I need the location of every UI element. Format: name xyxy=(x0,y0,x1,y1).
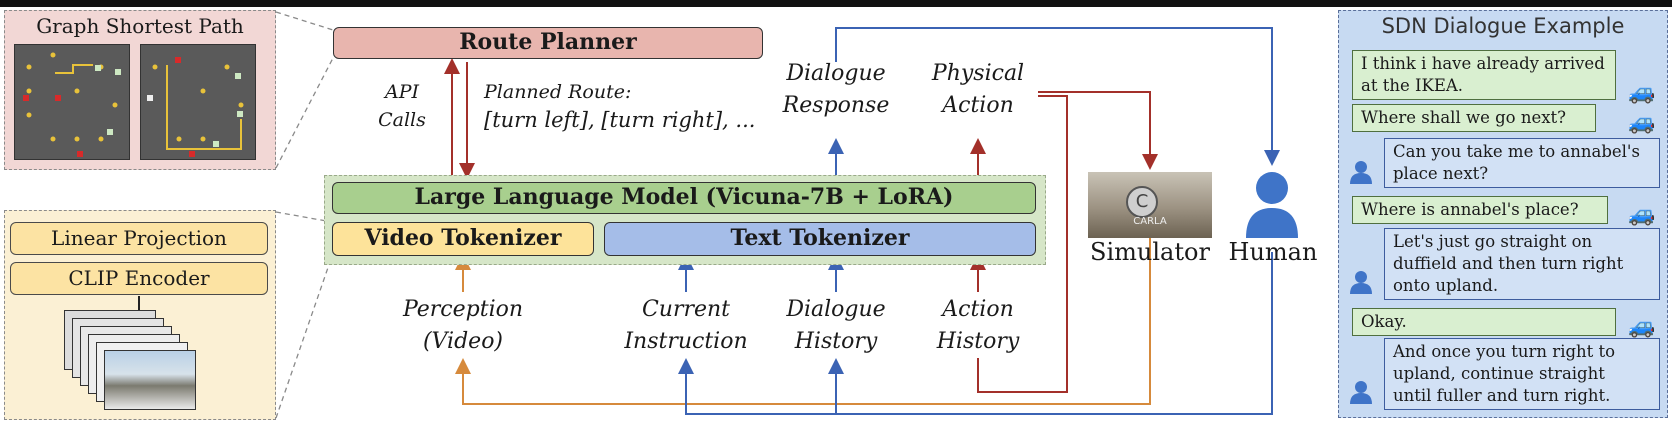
bubble-text-line: Let's just go straight on xyxy=(1393,232,1593,251)
bubble-text-line: And once you turn right to xyxy=(1393,342,1616,361)
video-frames-stack xyxy=(64,310,224,418)
bubble-text-line: place next? xyxy=(1393,164,1489,183)
human-icon xyxy=(1244,168,1300,238)
perception-line1: Perception xyxy=(402,297,524,322)
bubble-text-line: until fuller and turn right. xyxy=(1393,386,1611,405)
llm-box: Large Language Model (Vicuna-7B + LoRA) xyxy=(332,182,1036,214)
dialogue-bubble-car: Okay. xyxy=(1352,308,1616,336)
planned-route-line2: [turn left], [turn right], ... xyxy=(484,108,756,132)
wire-action-history-loop xyxy=(977,95,1068,393)
car-icon: 🚙 xyxy=(1628,314,1656,339)
bubble-text-line: Where is annabel's place? xyxy=(1361,200,1579,219)
dialogue-bubble-car: Where shall we go next? xyxy=(1352,104,1596,132)
car-icon: 🚙 xyxy=(1628,110,1656,135)
car-icon: 🚙 xyxy=(1628,202,1656,227)
video-frame-image xyxy=(104,350,196,410)
physical-action-line2: Action xyxy=(942,93,1014,118)
bubble-text-line: Okay. xyxy=(1361,312,1407,331)
bubble-text-line: onto upland. xyxy=(1393,276,1499,295)
dialogue-bubble-human: Can you take me to annabel's place next? xyxy=(1384,138,1660,188)
video-tokenizer-box: Video Tokenizer xyxy=(332,222,594,256)
physical-action-label: Physical Action xyxy=(908,58,1048,122)
action-history-label: Action History xyxy=(908,294,1048,358)
dialogue-history-line1: Dialogue xyxy=(786,297,886,322)
person-icon xyxy=(1350,270,1372,298)
current-instruction-line2: Instruction xyxy=(624,329,748,354)
action-history-line2: History xyxy=(936,329,1020,354)
simulator-label: Simulator xyxy=(1090,238,1210,266)
wire-simulator-perception xyxy=(455,238,1151,405)
route-graph-image xyxy=(14,44,130,160)
perception-label: Perception (Video) xyxy=(383,294,543,358)
planned-route-label: Planned Route: [turn left], [turn right]… xyxy=(484,78,764,134)
bubble-text-line: Can you take me to annabel's xyxy=(1393,142,1640,161)
person-icon xyxy=(1350,160,1372,188)
route-graph-left xyxy=(23,52,121,157)
current-instruction-line1: Current xyxy=(641,297,731,322)
planned-route-line1: Planned Route: xyxy=(484,81,632,103)
dialogue-bubble-car: Where is annabel's place? xyxy=(1352,196,1608,224)
dialogue-history-line2: History xyxy=(794,329,878,354)
current-instruction-label: Current Instruction xyxy=(606,294,766,358)
dialogue-bubble-human: And once you turn right to upland, conti… xyxy=(1384,338,1660,410)
text-tokenizer-box: Text Tokenizer xyxy=(604,222,1036,256)
perception-line2: (Video) xyxy=(422,329,504,354)
dialogue-bubble-human: Let's just go straight on duffield and t… xyxy=(1384,228,1660,300)
carla-logo-text: CARLA xyxy=(1133,216,1167,227)
dialogue-response-label: Dialogue Response xyxy=(766,58,906,122)
bubble-text-line: at the IKEA. xyxy=(1361,76,1464,95)
api-calls-line2: Calls xyxy=(378,109,426,131)
bubble-text-line: I think i have already arrived xyxy=(1361,54,1605,73)
top-border xyxy=(0,0,1672,7)
route-graph-right xyxy=(147,57,244,157)
wire-response-to-human xyxy=(835,27,1280,166)
dialogue-response-line2: Response xyxy=(782,93,890,118)
person-icon xyxy=(1350,380,1372,408)
route-planner-box: Route Planner xyxy=(333,27,763,59)
action-history-line1: Action xyxy=(942,297,1014,322)
api-calls-label: API Calls xyxy=(362,78,442,134)
wire-human-history xyxy=(678,252,1273,415)
bubble-text-line: Where shall we go next? xyxy=(1361,108,1567,127)
human-label: Human xyxy=(1228,238,1318,266)
graph-shortest-path-title: Graph Shortest Path xyxy=(36,14,244,38)
api-calls-line1: API xyxy=(384,81,419,103)
wire-action-to-simulator xyxy=(1038,91,1158,170)
carla-logo-icon: C xyxy=(1126,186,1158,218)
dialogue-bubble-car: I think i have already arrived at the IK… xyxy=(1352,50,1616,100)
bubble-text-line: upland, continue straight xyxy=(1393,364,1605,383)
encoder-arrow xyxy=(138,296,140,320)
physical-action-line1: Physical xyxy=(931,61,1025,86)
linear-projection-box: Linear Projection xyxy=(10,222,268,255)
clip-encoder-box: CLIP Encoder xyxy=(10,262,268,295)
dialogue-history-label: Dialogue History xyxy=(766,294,906,358)
car-icon: 🚙 xyxy=(1628,80,1656,105)
zoom-lines xyxy=(275,11,334,419)
dialogue-response-line1: Dialogue xyxy=(786,61,886,86)
sdn-dialogue-title: SDN Dialogue Example xyxy=(1381,14,1625,38)
bubble-text-line: duffield and then turn right xyxy=(1393,254,1624,273)
route-graph-image-2 xyxy=(140,44,256,160)
